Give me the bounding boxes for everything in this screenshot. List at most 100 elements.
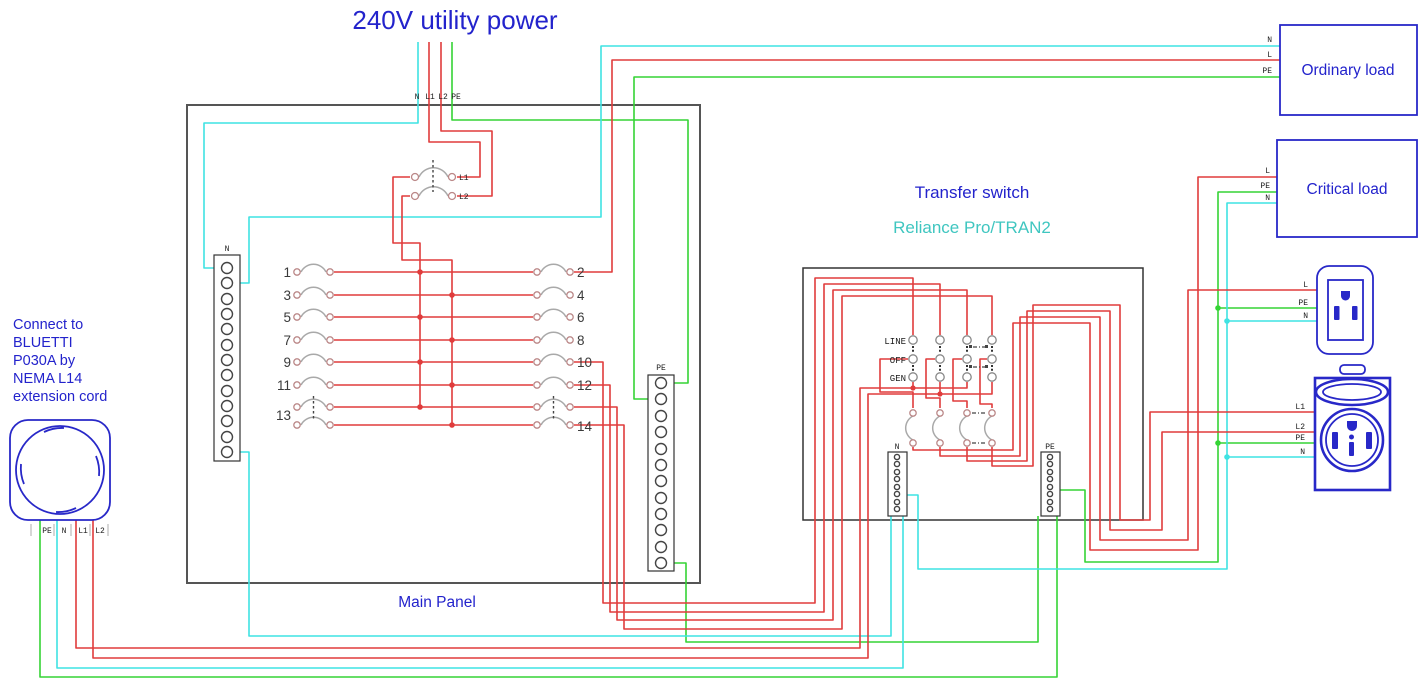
position-off-label: OFF (890, 356, 906, 366)
generator-note: Connect to BLUETTI P030A by NEMA L14 ext… (13, 317, 107, 405)
ground-wires (39, 42, 1317, 678)
wire-label: N (1303, 312, 1308, 321)
wire-breaker14b-to-switch (574, 295, 993, 630)
wire-switch-out-120v-l (939, 289, 1317, 541)
wire-gen-l1-branch (913, 382, 968, 389)
ordinary-load: Ordinary load N L PE (1262, 24, 1418, 116)
breaker-number: 1 (283, 265, 291, 280)
critical-load-box (1276, 139, 1418, 238)
ordinary-load-label: Ordinary load (1301, 62, 1394, 79)
breaker-numbers: 1 3 5 7 9 11 13 2 4 6 8 10 12 14 (276, 265, 593, 434)
breaker-number: 2 (577, 265, 585, 280)
note-line: NEMA L14 (13, 371, 82, 387)
breaker-number: 10 (577, 355, 592, 370)
nema-14-50-outlet-icon: L1 L2 PE N (1295, 364, 1392, 492)
neutral-wires (56, 42, 1317, 669)
switch-ground-bus-label: PE (1045, 443, 1055, 452)
utility-feed-labels: N L1 L2 PE (415, 93, 461, 102)
transfer-switch-contacts: LINE OFF GEN (884, 335, 997, 384)
wire-pe-panel-to-switch (667, 516, 1039, 643)
breaker-number: 13 (276, 408, 291, 423)
transfer-switch-neutral-bus: N (887, 443, 908, 517)
wire-off4-to-breaker (979, 358, 993, 408)
breaker-number: 14 (577, 419, 593, 434)
wire-label: L1 (1295, 403, 1305, 412)
wire-switch-out-240v-l2 (966, 310, 1315, 531)
breaker-number: 7 (283, 333, 291, 348)
position-gen-label: GEN (890, 374, 906, 384)
branch-breakers (293, 263, 574, 429)
wire-pe-switch-to-critical (1060, 191, 1277, 563)
wire-utility-l1 (428, 42, 481, 178)
critical-load-label: Critical load (1307, 181, 1388, 198)
wire-breaker14a-to-switch (574, 289, 968, 621)
wire-label: PE (1295, 434, 1305, 443)
feed-label-l1: L1 (425, 93, 435, 102)
wire-switch-out-critical-l (912, 176, 1277, 551)
main-panel-box (186, 104, 701, 584)
wire-utility-l2 (440, 42, 493, 197)
switch-neutral-bus-label: N (895, 443, 900, 452)
plug-wire-label: L1 (78, 527, 88, 536)
feed-label-n: N (415, 93, 420, 102)
breaker-number: 6 (577, 310, 585, 325)
note-line: P030A by (13, 353, 76, 369)
feed-label-pe: PE (451, 93, 461, 102)
wire-bus-b (401, 195, 453, 425)
plug-wire-label: N (62, 527, 67, 536)
transfer-switch-model: Reliance Pro/TRAN2 (893, 218, 1051, 237)
wire-n-switch-to-critical (907, 202, 1277, 570)
transfer-switch-box (802, 267, 1144, 521)
wire-label: N (1300, 448, 1305, 457)
wire-label: L2 (1295, 423, 1305, 432)
wire-pe-plug-to-switch (39, 516, 1058, 678)
main-breaker-l1-label: L1 (459, 174, 469, 183)
transfer-switch-ground-bus: PE (1040, 443, 1061, 517)
note-line: BLUETTI (13, 335, 73, 351)
wire-label: N (1265, 194, 1270, 203)
ground-bus-label: PE (656, 364, 666, 373)
wire-off3-to-breaker (952, 358, 968, 408)
breaker-number: 8 (577, 333, 585, 348)
live-wires (75, 42, 1317, 659)
wire-n-panel-to-switch (233, 451, 892, 637)
diagram-title: 240V utility power (352, 5, 558, 35)
main-panel-neutral-bus: N (213, 245, 241, 462)
junction-dots (417, 269, 1230, 460)
wire-label: L (1265, 167, 1270, 176)
wire-label: PE (1298, 299, 1308, 308)
transfer-switch-breakers (904, 409, 996, 447)
plug-wire-label: PE (42, 527, 52, 536)
wire-n-plug-to-switch (56, 516, 904, 669)
ordinary-load-box (1279, 24, 1418, 116)
wire-label: PE (1260, 182, 1270, 191)
wire-pe-ordinary-load (633, 76, 1280, 400)
feed-label-l2: L2 (438, 93, 448, 102)
neutral-bus-label: N (225, 245, 230, 254)
plug-wire-label: L2 (95, 527, 105, 536)
wire-gen-l2-branch (940, 382, 993, 395)
main-panel-ground-bus: PE (647, 364, 675, 572)
wire-breaker10-to-switch (574, 277, 914, 604)
nema-5-15-outlet-icon: L PE N (1298, 265, 1374, 355)
wire-bus-a (392, 176, 421, 407)
wire-label: L (1303, 281, 1308, 290)
position-line-label: LINE (884, 337, 906, 347)
wire-n-ordinary-load (233, 45, 1280, 284)
wire-breaker12-to-switch (574, 283, 941, 613)
breaker-number: 4 (577, 288, 585, 303)
wire-label: PE (1262, 67, 1272, 76)
transfer-switch-title: Transfer switch (915, 183, 1030, 202)
wire-off2-to-breaker (925, 358, 941, 408)
wire-label: L (1267, 51, 1272, 60)
wire-plug-l1-to-gen (75, 382, 914, 649)
note-line: Connect to (13, 317, 83, 333)
main-breaker: L1 L2 (410, 160, 469, 202)
nema-l14-plug-icon: PE N L1 L2 (9, 419, 111, 536)
wire-utility-n (203, 42, 419, 269)
breaker-number: 11 (277, 378, 291, 393)
breaker-number: 9 (283, 355, 291, 370)
main-panel-label: Main Panel (398, 594, 476, 611)
